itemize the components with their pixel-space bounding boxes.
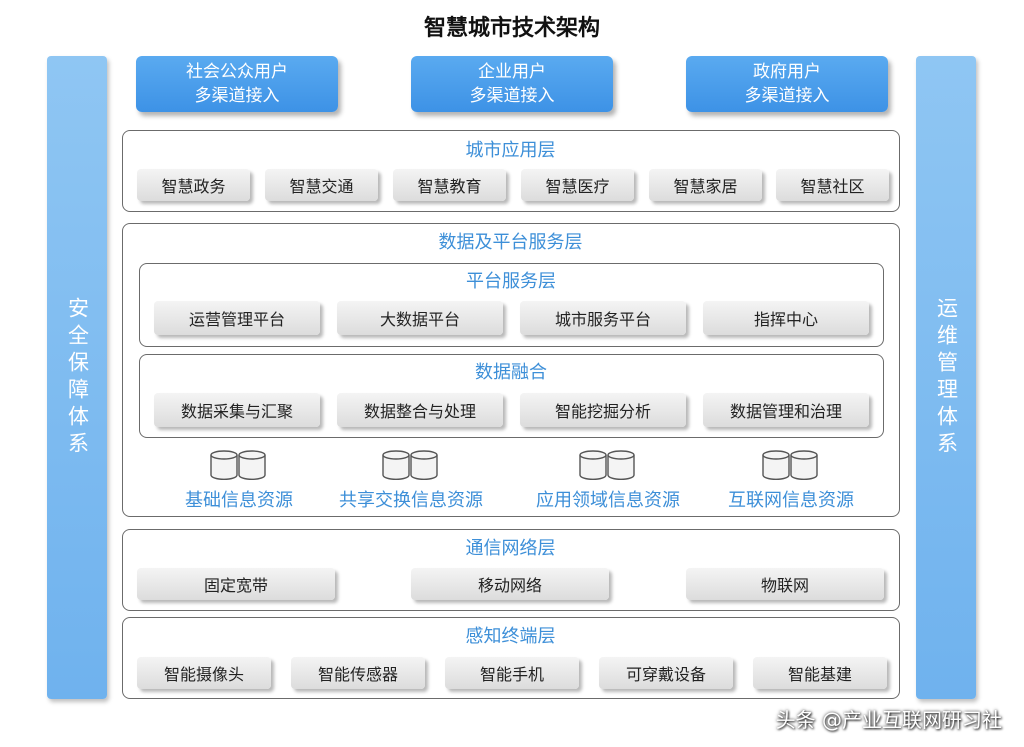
fusion-item: 数据采集与汇聚 <box>154 393 320 427</box>
watermark: 头条 @产业互联网研习社 <box>775 708 1002 732</box>
platform-item: 指挥中心 <box>703 301 869 335</box>
platform-item: 大数据平台 <box>337 301 503 335</box>
app-item: 智慧教育 <box>393 169 506 201</box>
channel-public: 社会公众用户 多渠道接入 <box>136 56 338 112</box>
resource-shared: 共享交换信息资源 <box>327 448 495 512</box>
fusion-item: 数据管理和治理 <box>703 393 869 427</box>
resource-label: 互联网信息资源 <box>728 490 854 511</box>
app-layer-title: 城市应用层 <box>465 140 556 161</box>
security-pillar: 安全保障体系 <box>47 56 107 699</box>
app-item: 智慧医疗 <box>521 169 634 201</box>
ops-pillar-label: 运维管理体系 <box>934 296 959 459</box>
ops-pillar: 运维管理体系 <box>916 56 976 699</box>
channel-enterprise: 企业用户 多渠道接入 <box>411 56 613 112</box>
terminal-item: 智能摄像头 <box>137 657 271 689</box>
data-platform-layer: 数据及平台服务层 平台服务层 运营管理平台 大数据平台 城市服务平台 指挥中心 … <box>122 223 900 517</box>
platform-item: 运营管理平台 <box>154 301 320 335</box>
platform-sublayer-title: 平台服务层 <box>466 271 556 292</box>
resource-label: 共享交换信息资源 <box>339 490 483 511</box>
database-icon <box>579 450 635 481</box>
network-layer-title: 通信网络层 <box>465 538 556 559</box>
terminal-item: 可穿戴设备 <box>599 657 733 689</box>
terminal-layer: 感知终端层 智能摄像头 智能传感器 智能手机 可穿戴设备 智能基建 <box>122 617 900 699</box>
fusion-sublayer: 数据融合 数据采集与汇聚 数据整合与处理 智能挖掘分析 数据管理和治理 <box>139 354 884 438</box>
channel-government-line2: 多渠道接入 <box>744 86 830 106</box>
terminal-item: 智能基建 <box>753 657 887 689</box>
network-layer: 通信网络层 固定宽带 移动网络 物联网 <box>122 529 900 611</box>
channel-public-line1: 社会公众用户 <box>186 62 288 82</box>
resource-label: 基础信息资源 <box>185 490 293 511</box>
network-item: 物联网 <box>686 568 884 600</box>
platform-item: 城市服务平台 <box>520 301 686 335</box>
fusion-item: 数据整合与处理 <box>337 393 503 427</box>
resource-label: 应用领域信息资源 <box>536 490 680 511</box>
channel-government-line1: 政府用户 <box>753 62 821 82</box>
platform-sublayer: 平台服务层 运营管理平台 大数据平台 城市服务平台 指挥中心 <box>139 263 884 347</box>
database-icon <box>762 450 818 481</box>
app-item: 智慧政务 <box>137 169 250 201</box>
resource-internet: 互联网信息资源 <box>711 448 871 512</box>
app-item: 智慧交通 <box>265 169 378 201</box>
page-title: 智慧城市技术架构 <box>423 16 600 41</box>
network-item: 移动网络 <box>411 568 609 600</box>
terminal-item: 智能传感器 <box>291 657 425 689</box>
terminal-layer-title: 感知终端层 <box>465 626 556 647</box>
fusion-sublayer-title: 数据融合 <box>475 362 547 383</box>
channel-enterprise-line2: 多渠道接入 <box>469 86 555 106</box>
network-item: 固定宽带 <box>137 568 335 600</box>
app-layer: 城市应用层 智慧政务 智慧交通 智慧教育 智慧医疗 智慧家居 智慧社区 <box>122 130 900 212</box>
channel-public-line2: 多渠道接入 <box>194 86 280 106</box>
app-item: 智慧家居 <box>649 169 762 201</box>
security-pillar-label: 安全保障体系 <box>65 296 90 459</box>
terminal-item: 智能手机 <box>445 657 579 689</box>
data-platform-layer-title: 数据及平台服务层 <box>438 232 583 253</box>
app-item: 智慧社区 <box>776 169 889 201</box>
database-icon <box>382 450 438 481</box>
channel-government: 政府用户 多渠道接入 <box>686 56 888 112</box>
channel-enterprise-line1: 企业用户 <box>478 62 546 82</box>
database-icon <box>210 450 266 481</box>
fusion-item: 智能挖掘分析 <box>520 393 686 427</box>
resource-domain: 应用领域信息资源 <box>523 448 693 512</box>
resource-basic: 基础信息资源 <box>159 448 319 512</box>
